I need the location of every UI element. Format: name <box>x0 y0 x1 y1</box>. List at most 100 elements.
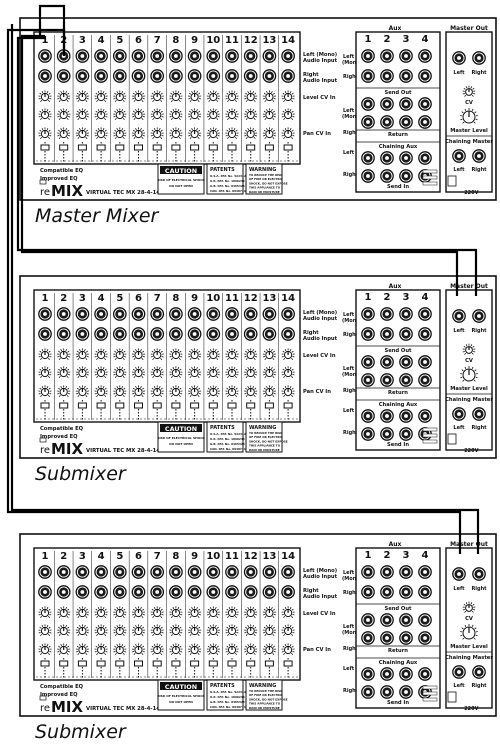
audio-right-jack[interactable] <box>263 328 275 340</box>
aux-send-right-jack[interactable] <box>381 586 393 598</box>
audio-right-jack[interactable] <box>282 328 294 340</box>
aux-return-right-jack[interactable] <box>362 116 374 128</box>
audio-right-jack[interactable] <box>226 586 238 598</box>
aux-send-left-jack[interactable] <box>381 308 393 320</box>
audio-left-jack[interactable] <box>151 308 163 320</box>
aux-return-left-jack[interactable] <box>400 98 412 110</box>
aux-return-right-jack[interactable] <box>362 374 374 386</box>
aux-return-left-jack[interactable] <box>362 98 374 110</box>
master-out-left-jack[interactable] <box>453 52 465 64</box>
audio-left-jack[interactable] <box>114 50 126 62</box>
audio-right-jack[interactable] <box>76 586 88 598</box>
audio-left-jack[interactable] <box>263 566 275 578</box>
audio-left-jack[interactable] <box>114 566 126 578</box>
aux-return-left-jack[interactable] <box>381 356 393 368</box>
aux-send-left-jack[interactable] <box>419 566 431 578</box>
audio-right-jack[interactable] <box>170 70 182 82</box>
audio-left-jack[interactable] <box>58 308 70 320</box>
aux-chain-left-jack[interactable] <box>419 410 431 422</box>
aux-chain-right-jack[interactable] <box>362 686 374 698</box>
audio-left-jack[interactable] <box>263 50 275 62</box>
audio-left-jack[interactable] <box>282 50 294 62</box>
power-switch[interactable] <box>448 692 456 702</box>
audio-right-jack[interactable] <box>95 586 107 598</box>
audio-left-jack[interactable] <box>282 566 294 578</box>
aux-return-left-jack[interactable] <box>419 614 431 626</box>
audio-left-jack[interactable] <box>188 50 200 62</box>
audio-left-jack[interactable] <box>151 50 163 62</box>
aux-chain-left-jack[interactable] <box>400 410 412 422</box>
audio-left-jack[interactable] <box>170 308 182 320</box>
audio-right-jack[interactable] <box>114 328 126 340</box>
aux-return-right-jack[interactable] <box>400 374 412 386</box>
master-out-right-jack[interactable] <box>473 52 485 64</box>
aux-chain-right-jack[interactable] <box>381 170 393 182</box>
audio-right-jack[interactable] <box>245 328 257 340</box>
aux-chain-left-jack[interactable] <box>381 668 393 680</box>
audio-left-jack[interactable] <box>207 566 219 578</box>
audio-right-jack[interactable] <box>58 70 70 82</box>
chain-master-right-jack[interactable] <box>473 150 485 162</box>
audio-right-jack[interactable] <box>132 586 144 598</box>
aux-return-right-jack[interactable] <box>419 632 431 644</box>
audio-left-jack[interactable] <box>58 566 70 578</box>
audio-right-jack[interactable] <box>170 328 182 340</box>
audio-right-jack[interactable] <box>151 586 163 598</box>
audio-right-jack[interactable] <box>226 328 238 340</box>
power-switch[interactable] <box>448 176 456 186</box>
aux-send-right-jack[interactable] <box>419 70 431 82</box>
aux-chain-left-jack[interactable] <box>419 152 431 164</box>
audio-left-jack[interactable] <box>226 566 238 578</box>
aux-send-right-jack[interactable] <box>381 70 393 82</box>
audio-right-jack[interactable] <box>245 586 257 598</box>
eq-switch[interactable] <box>40 438 46 442</box>
aux-send-left-jack[interactable] <box>400 50 412 62</box>
audio-left-jack[interactable] <box>263 308 275 320</box>
audio-left-jack[interactable] <box>245 50 257 62</box>
audio-right-jack[interactable] <box>263 70 275 82</box>
aux-return-right-jack[interactable] <box>381 632 393 644</box>
audio-right-jack[interactable] <box>151 328 163 340</box>
audio-right-jack[interactable] <box>188 70 200 82</box>
eq-switch[interactable] <box>40 180 46 184</box>
audio-left-jack[interactable] <box>226 50 238 62</box>
aux-return-left-jack[interactable] <box>400 356 412 368</box>
audio-right-jack[interactable] <box>188 328 200 340</box>
audio-left-jack[interactable] <box>39 566 51 578</box>
audio-left-jack[interactable] <box>245 308 257 320</box>
aux-return-left-jack[interactable] <box>362 356 374 368</box>
aux-return-left-jack[interactable] <box>362 614 374 626</box>
aux-return-left-jack[interactable] <box>400 614 412 626</box>
audio-left-jack[interactable] <box>151 566 163 578</box>
audio-right-jack[interactable] <box>114 586 126 598</box>
aux-send-right-jack[interactable] <box>400 586 412 598</box>
chain-master-left-jack[interactable] <box>453 150 465 162</box>
audio-left-jack[interactable] <box>207 308 219 320</box>
audio-left-jack[interactable] <box>95 50 107 62</box>
aux-chain-right-jack[interactable] <box>400 686 412 698</box>
aux-chain-left-jack[interactable] <box>381 410 393 422</box>
audio-right-jack[interactable] <box>226 70 238 82</box>
audio-right-jack[interactable] <box>132 328 144 340</box>
aux-chain-left-jack[interactable] <box>400 668 412 680</box>
aux-return-right-jack[interactable] <box>381 374 393 386</box>
chain-master-left-jack[interactable] <box>453 408 465 420</box>
eq-switch[interactable] <box>40 696 46 700</box>
aux-send-right-jack[interactable] <box>419 328 431 340</box>
audio-right-jack[interactable] <box>114 70 126 82</box>
audio-left-jack[interactable] <box>95 566 107 578</box>
aux-chain-left-jack[interactable] <box>362 668 374 680</box>
aux-return-right-jack[interactable] <box>400 116 412 128</box>
audio-right-jack[interactable] <box>151 70 163 82</box>
audio-left-jack[interactable] <box>170 566 182 578</box>
aux-send-right-jack[interactable] <box>400 328 412 340</box>
audio-right-jack[interactable] <box>95 70 107 82</box>
aux-send-left-jack[interactable] <box>362 566 374 578</box>
aux-send-left-jack[interactable] <box>419 308 431 320</box>
aux-chain-left-jack[interactable] <box>381 152 393 164</box>
audio-left-jack[interactable] <box>76 308 88 320</box>
audio-left-jack[interactable] <box>207 50 219 62</box>
chain-master-right-jack[interactable] <box>473 408 485 420</box>
audio-right-jack[interactable] <box>39 586 51 598</box>
aux-return-left-jack[interactable] <box>381 98 393 110</box>
